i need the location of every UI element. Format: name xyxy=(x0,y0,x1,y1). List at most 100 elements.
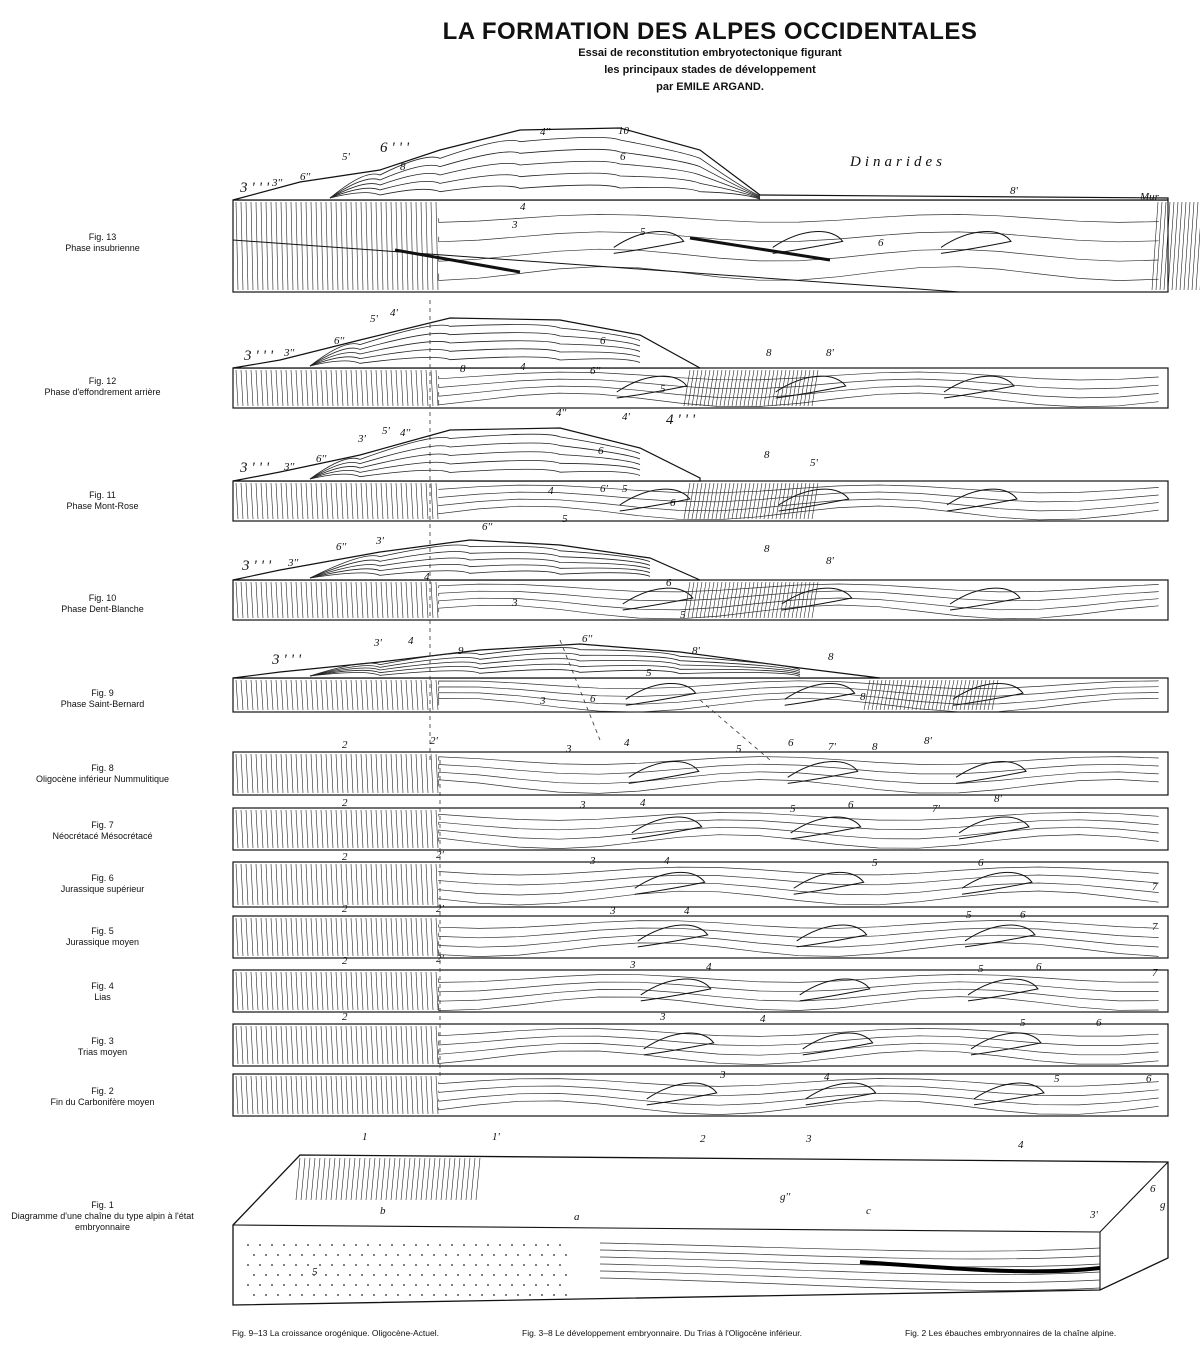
figure-number: Fig. 1 xyxy=(91,1200,114,1210)
figure-period-caption: Oligocène inférieur Nummulitique xyxy=(35,774,170,784)
fig-12-label: 4 xyxy=(520,361,526,373)
fig-13-label: 5 xyxy=(640,226,646,238)
fig-6-label: 4 xyxy=(664,855,670,867)
figure-period-caption: Trias moyen xyxy=(77,1047,128,1057)
fig-2-label: 5 xyxy=(1054,1073,1060,1085)
fig-12-label: 6 xyxy=(600,335,606,347)
footer-caption-1: Fig. 9–13 La croissance orogénique. Olig… xyxy=(232,1328,439,1338)
fig-13-label: 6'' xyxy=(300,171,311,183)
cross-section-5 xyxy=(232,915,1169,959)
fig-1-label: 1' xyxy=(492,1131,501,1143)
subtitle-line-2: les principaux stades de développement xyxy=(604,64,816,76)
fig-10-label: 3''' xyxy=(241,558,275,574)
fig-10-label: 8 xyxy=(764,543,770,555)
figure-number: Fig. 8 xyxy=(91,763,114,773)
fig-13-label: 8 xyxy=(400,161,406,173)
fig-10-label: 6'' xyxy=(482,521,493,533)
fig-10-label: 6'' xyxy=(336,541,347,553)
fig-10-label: 3 xyxy=(511,597,518,609)
figure-period-caption: Jurassique moyen xyxy=(65,937,140,947)
cross-section-3 xyxy=(232,1023,1169,1067)
fig-4-label: 7 xyxy=(1152,967,1158,979)
figure-period-caption: Jurassique supérieur xyxy=(60,884,145,894)
footer-text-3: Les ébauches embryonnaires de la chaîne … xyxy=(928,1328,1117,1338)
fig-11-label: 3'' xyxy=(283,461,295,473)
subtitle-line-3: par EMILE ARGAND. xyxy=(656,81,764,93)
fig-13-label: 10 xyxy=(618,125,630,137)
figure-period-caption: Diagramme d'une chaîne du type alpin à l… xyxy=(11,1211,194,1232)
fig-11-label: 4'' xyxy=(400,427,411,439)
figure-period-caption: Lias xyxy=(94,992,111,1002)
fig-13-label: 6 xyxy=(878,237,884,249)
fig-5-label: 5 xyxy=(966,909,972,921)
fig-1-label: 2 xyxy=(700,1133,706,1145)
fig-7-label: 8' xyxy=(994,793,1003,805)
fig-5-label: 4 xyxy=(684,905,690,917)
fig-9-label: 9 xyxy=(458,645,464,657)
fig-6-label: 3 xyxy=(589,855,596,867)
fig-9-label: 3' xyxy=(373,637,383,649)
fig-7-label: 2 xyxy=(342,797,348,809)
fig-10-label: 5 xyxy=(680,609,686,621)
fig-11-label: 4 xyxy=(548,485,554,497)
fig-7-label: 7' xyxy=(932,803,941,815)
fig-13-label: 3 xyxy=(511,219,518,231)
fig-11-label: 5 xyxy=(622,483,628,495)
fig-12-label: 8' xyxy=(826,347,835,359)
block-diagram xyxy=(232,1154,1169,1306)
fig-13-label: 6 xyxy=(620,151,626,163)
fig-9-label: 5 xyxy=(646,667,652,679)
fig-12-label: 5 xyxy=(660,383,666,395)
figure-period-caption: Néocrétacé Mésocrétacé xyxy=(52,831,153,841)
fig-11-label: 6 xyxy=(670,497,676,509)
fig-8-label: 2 xyxy=(342,739,348,751)
cross-section-4 xyxy=(232,969,1169,1013)
fig-3-label: 2 xyxy=(342,1011,348,1023)
figure-number: Fig. 11 xyxy=(89,490,116,500)
fig-1-label: 5 xyxy=(312,1266,318,1278)
fig-3-label: 5 xyxy=(1020,1017,1026,1029)
fig-10-label: 3'' xyxy=(287,557,299,569)
fig-8-label: 6 xyxy=(788,737,794,749)
fig-4-label: 4 xyxy=(706,961,712,973)
fig-11-label: 8 xyxy=(764,449,770,461)
fig-13-label: 3'' xyxy=(271,177,283,189)
fig-12-label: 5' xyxy=(370,313,379,325)
fig-9-label: 8 xyxy=(860,691,866,703)
cross-section-7 xyxy=(232,807,1169,851)
fig-1-label: 6 xyxy=(1150,1183,1156,1195)
fig-9-label: 6 xyxy=(590,693,596,705)
fig-8-label: 7' xyxy=(828,741,837,753)
figure-period-caption: Fin du Carbonifère moyen xyxy=(50,1097,155,1107)
fig-12-label: 8 xyxy=(766,347,772,359)
cross-section-12 xyxy=(232,317,1169,409)
cross-section-9 xyxy=(232,643,1169,713)
fig-4-label: 2' xyxy=(436,953,445,965)
fig-6-label: 6 xyxy=(978,857,984,869)
fig-2-label: 3 xyxy=(719,1069,726,1081)
fig-4-label: 6 xyxy=(1036,961,1042,973)
fig-11-label: 6' xyxy=(600,483,609,495)
cross-section-13 xyxy=(232,127,1200,293)
fig-4-label: 3 xyxy=(629,959,636,971)
fig-4-label: 5 xyxy=(978,963,984,975)
fig-12-label: 4' xyxy=(390,307,399,319)
subtitle-line-1: Essai de reconstitution embryotectonique… xyxy=(578,47,842,59)
fig-2-label: 6 xyxy=(1146,1073,1152,1085)
fig-13-label: 4'' xyxy=(540,126,551,138)
footer-caption-3: Fig. 2 Les ébauches embryonnaires de la … xyxy=(905,1328,1116,1338)
figure-number: Fig. 3 xyxy=(91,1036,114,1046)
fig-3-label: 3 xyxy=(659,1011,666,1023)
fig-12-label: 6'' xyxy=(590,365,601,377)
fig-7-label: 5 xyxy=(790,803,796,815)
fig-12-label: 8 xyxy=(460,363,466,375)
